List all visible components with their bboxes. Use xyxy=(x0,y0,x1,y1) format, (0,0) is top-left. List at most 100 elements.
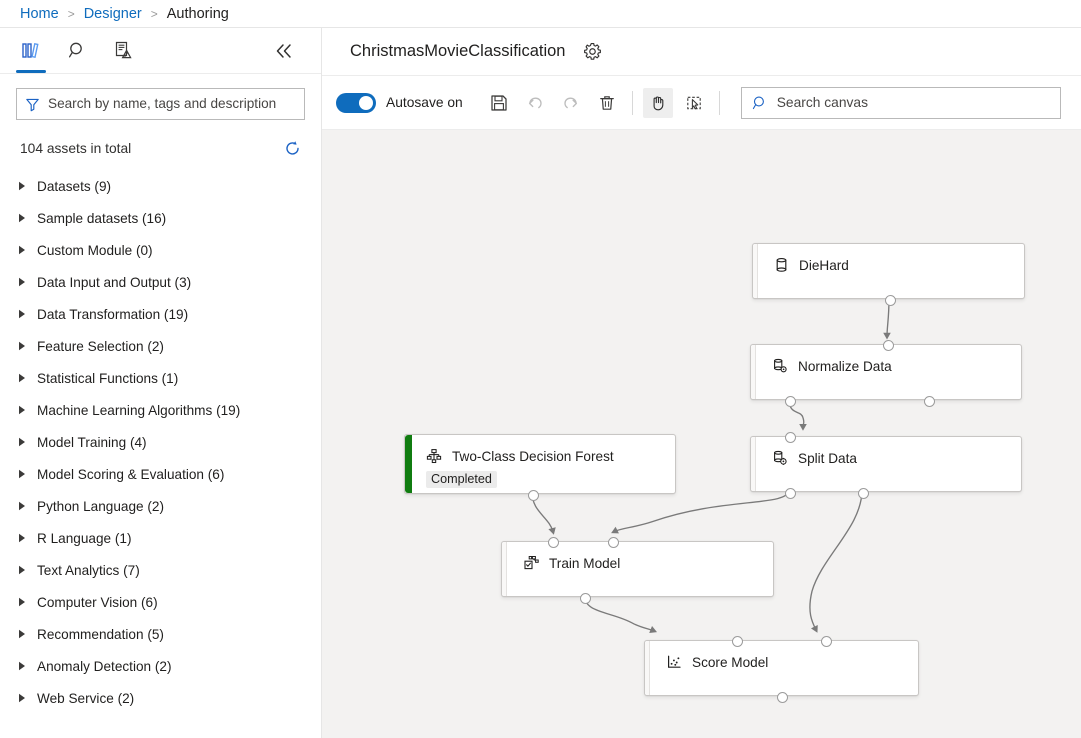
chevron-right-icon xyxy=(18,533,26,543)
node-input-port[interactable] xyxy=(608,536,619,548)
node-two-class-decision-forest[interactable]: Two-Class Decision Forest Completed xyxy=(404,434,676,501)
node-accent-bar xyxy=(753,244,758,298)
chevron-right-icon xyxy=(18,437,26,447)
pipeline-canvas[interactable]: DieHard xyxy=(322,130,1081,738)
chevron-right-icon xyxy=(18,245,26,255)
node-input-port[interactable] xyxy=(821,635,832,647)
node-normalize-data[interactable]: Normalize Data xyxy=(750,339,1022,407)
canvas-search-input[interactable]: Search canvas xyxy=(740,86,1061,119)
category-item[interactable]: Data Transformation (19) xyxy=(0,298,321,330)
node-output-port[interactable] xyxy=(580,592,591,604)
node-output-port[interactable] xyxy=(777,691,788,703)
node-output-port[interactable] xyxy=(785,487,796,499)
decision-tree-icon xyxy=(426,448,442,464)
node-output-port[interactable] xyxy=(858,487,869,499)
category-item[interactable]: Computer Vision (6) xyxy=(0,586,321,618)
category-label: Sample datasets (16) xyxy=(37,210,167,226)
breadcrumb-item-authoring: Authoring xyxy=(166,5,229,22)
node-diehard[interactable]: DieHard xyxy=(752,243,1025,306)
trash-icon xyxy=(598,94,616,112)
category-item[interactable]: Statistical Functions (1) xyxy=(0,362,321,394)
tab-assets-library[interactable] xyxy=(8,29,54,73)
node-title: Split Data xyxy=(798,450,857,466)
tab-submitted-jobs[interactable] xyxy=(100,29,146,73)
pipeline-settings-button[interactable] xyxy=(579,39,605,65)
node-body: Train Model xyxy=(502,542,773,596)
node-output-port[interactable] xyxy=(885,294,896,306)
delete-button[interactable] xyxy=(592,88,622,118)
category-item[interactable]: Recommendation (5) xyxy=(0,618,321,650)
category-item[interactable]: Datasets (9) xyxy=(0,170,321,202)
node-train-model[interactable]: Train Model xyxy=(501,536,774,604)
node-header: Two-Class Decision Forest xyxy=(416,435,675,464)
search-icon xyxy=(752,95,768,111)
node-output-port[interactable] xyxy=(528,489,539,501)
node-title: Score Model xyxy=(692,654,769,670)
report-document-icon xyxy=(114,41,133,60)
category-item[interactable]: Machine Learning Algorithms (19) xyxy=(0,394,321,426)
category-item[interactable]: Data Input and Output (3) xyxy=(0,266,321,298)
autosave-toggle[interactable] xyxy=(336,92,376,113)
category-item[interactable]: Text Analytics (7) xyxy=(0,554,321,586)
redo-button[interactable] xyxy=(556,88,586,118)
asset-category-list: Datasets (9) Sample datasets (16) Custom… xyxy=(0,164,321,738)
toggle-knob xyxy=(359,95,373,110)
breadcrumb-item-designer[interactable]: Designer xyxy=(83,5,142,22)
tab-search[interactable] xyxy=(54,29,100,73)
category-item[interactable]: Custom Module (0) xyxy=(0,234,321,266)
chevron-right-icon xyxy=(18,277,26,287)
undo-button[interactable] xyxy=(520,88,550,118)
chevron-right-icon xyxy=(18,661,26,671)
save-button[interactable] xyxy=(484,88,514,118)
asset-search-placeholder: Search by name, tags and description xyxy=(48,96,277,112)
node-accent-bar xyxy=(502,542,507,596)
breadcrumb-separator-icon: > xyxy=(67,6,75,21)
autosave-label: Autosave on xyxy=(386,95,463,110)
node-input-port[interactable] xyxy=(732,635,743,647)
category-label: Custom Module (0) xyxy=(37,242,153,258)
breadcrumb-item-home[interactable]: Home xyxy=(20,5,59,22)
node-score-model[interactable]: Score Model xyxy=(644,635,919,703)
node-input-port[interactable] xyxy=(785,431,796,443)
node-header: Normalize Data xyxy=(762,345,1021,374)
category-label: Anomaly Detection (2) xyxy=(37,658,172,674)
category-label: Datasets (9) xyxy=(37,178,112,194)
cursor-marquee-icon xyxy=(685,94,703,112)
chevron-right-icon xyxy=(18,405,26,415)
designer-right-panel: ChristmasMovieClassification Autosave on xyxy=(322,28,1081,738)
category-item[interactable]: Sample datasets (16) xyxy=(0,202,321,234)
category-item[interactable]: Feature Selection (2) xyxy=(0,330,321,362)
save-icon xyxy=(490,94,508,112)
refresh-assets-button[interactable] xyxy=(279,135,305,161)
node-input-port[interactable] xyxy=(883,339,894,351)
dataset-cylinder-icon xyxy=(774,257,789,273)
node-output-port[interactable] xyxy=(785,395,796,407)
category-item[interactable]: Web Service (2) xyxy=(0,682,321,714)
node-input-port[interactable] xyxy=(548,536,559,548)
collapse-panel-button[interactable] xyxy=(269,36,299,66)
node-split-data[interactable]: Split Data xyxy=(750,431,1022,499)
category-item[interactable]: R Language (1) xyxy=(0,522,321,554)
assets-left-panel: Search by name, tags and description 104… xyxy=(0,28,322,738)
node-accent-bar xyxy=(751,437,756,491)
category-item[interactable]: Model Training (4) xyxy=(0,426,321,458)
toolbar-divider xyxy=(718,90,720,115)
gear-icon xyxy=(583,42,602,61)
pan-tool-button[interactable] xyxy=(642,87,673,118)
category-label: Text Analytics (7) xyxy=(37,562,140,578)
redo-icon xyxy=(562,94,580,112)
select-tool-button[interactable] xyxy=(679,88,709,118)
category-item[interactable]: Anomaly Detection (2) xyxy=(0,650,321,682)
category-label: Data Transformation (19) xyxy=(37,306,189,322)
node-title: DieHard xyxy=(799,257,849,273)
node-output-port[interactable] xyxy=(924,395,935,407)
chevron-right-icon xyxy=(18,501,26,511)
asset-search-input[interactable]: Search by name, tags and description xyxy=(16,88,305,120)
node-body: Two-Class Decision Forest Completed xyxy=(405,435,675,493)
node-accent-bar xyxy=(751,345,756,399)
refresh-icon xyxy=(284,140,301,157)
category-item[interactable]: Model Scoring & Evaluation (6) xyxy=(0,458,321,490)
chevron-right-icon xyxy=(18,629,26,639)
category-item[interactable]: Python Language (2) xyxy=(0,490,321,522)
